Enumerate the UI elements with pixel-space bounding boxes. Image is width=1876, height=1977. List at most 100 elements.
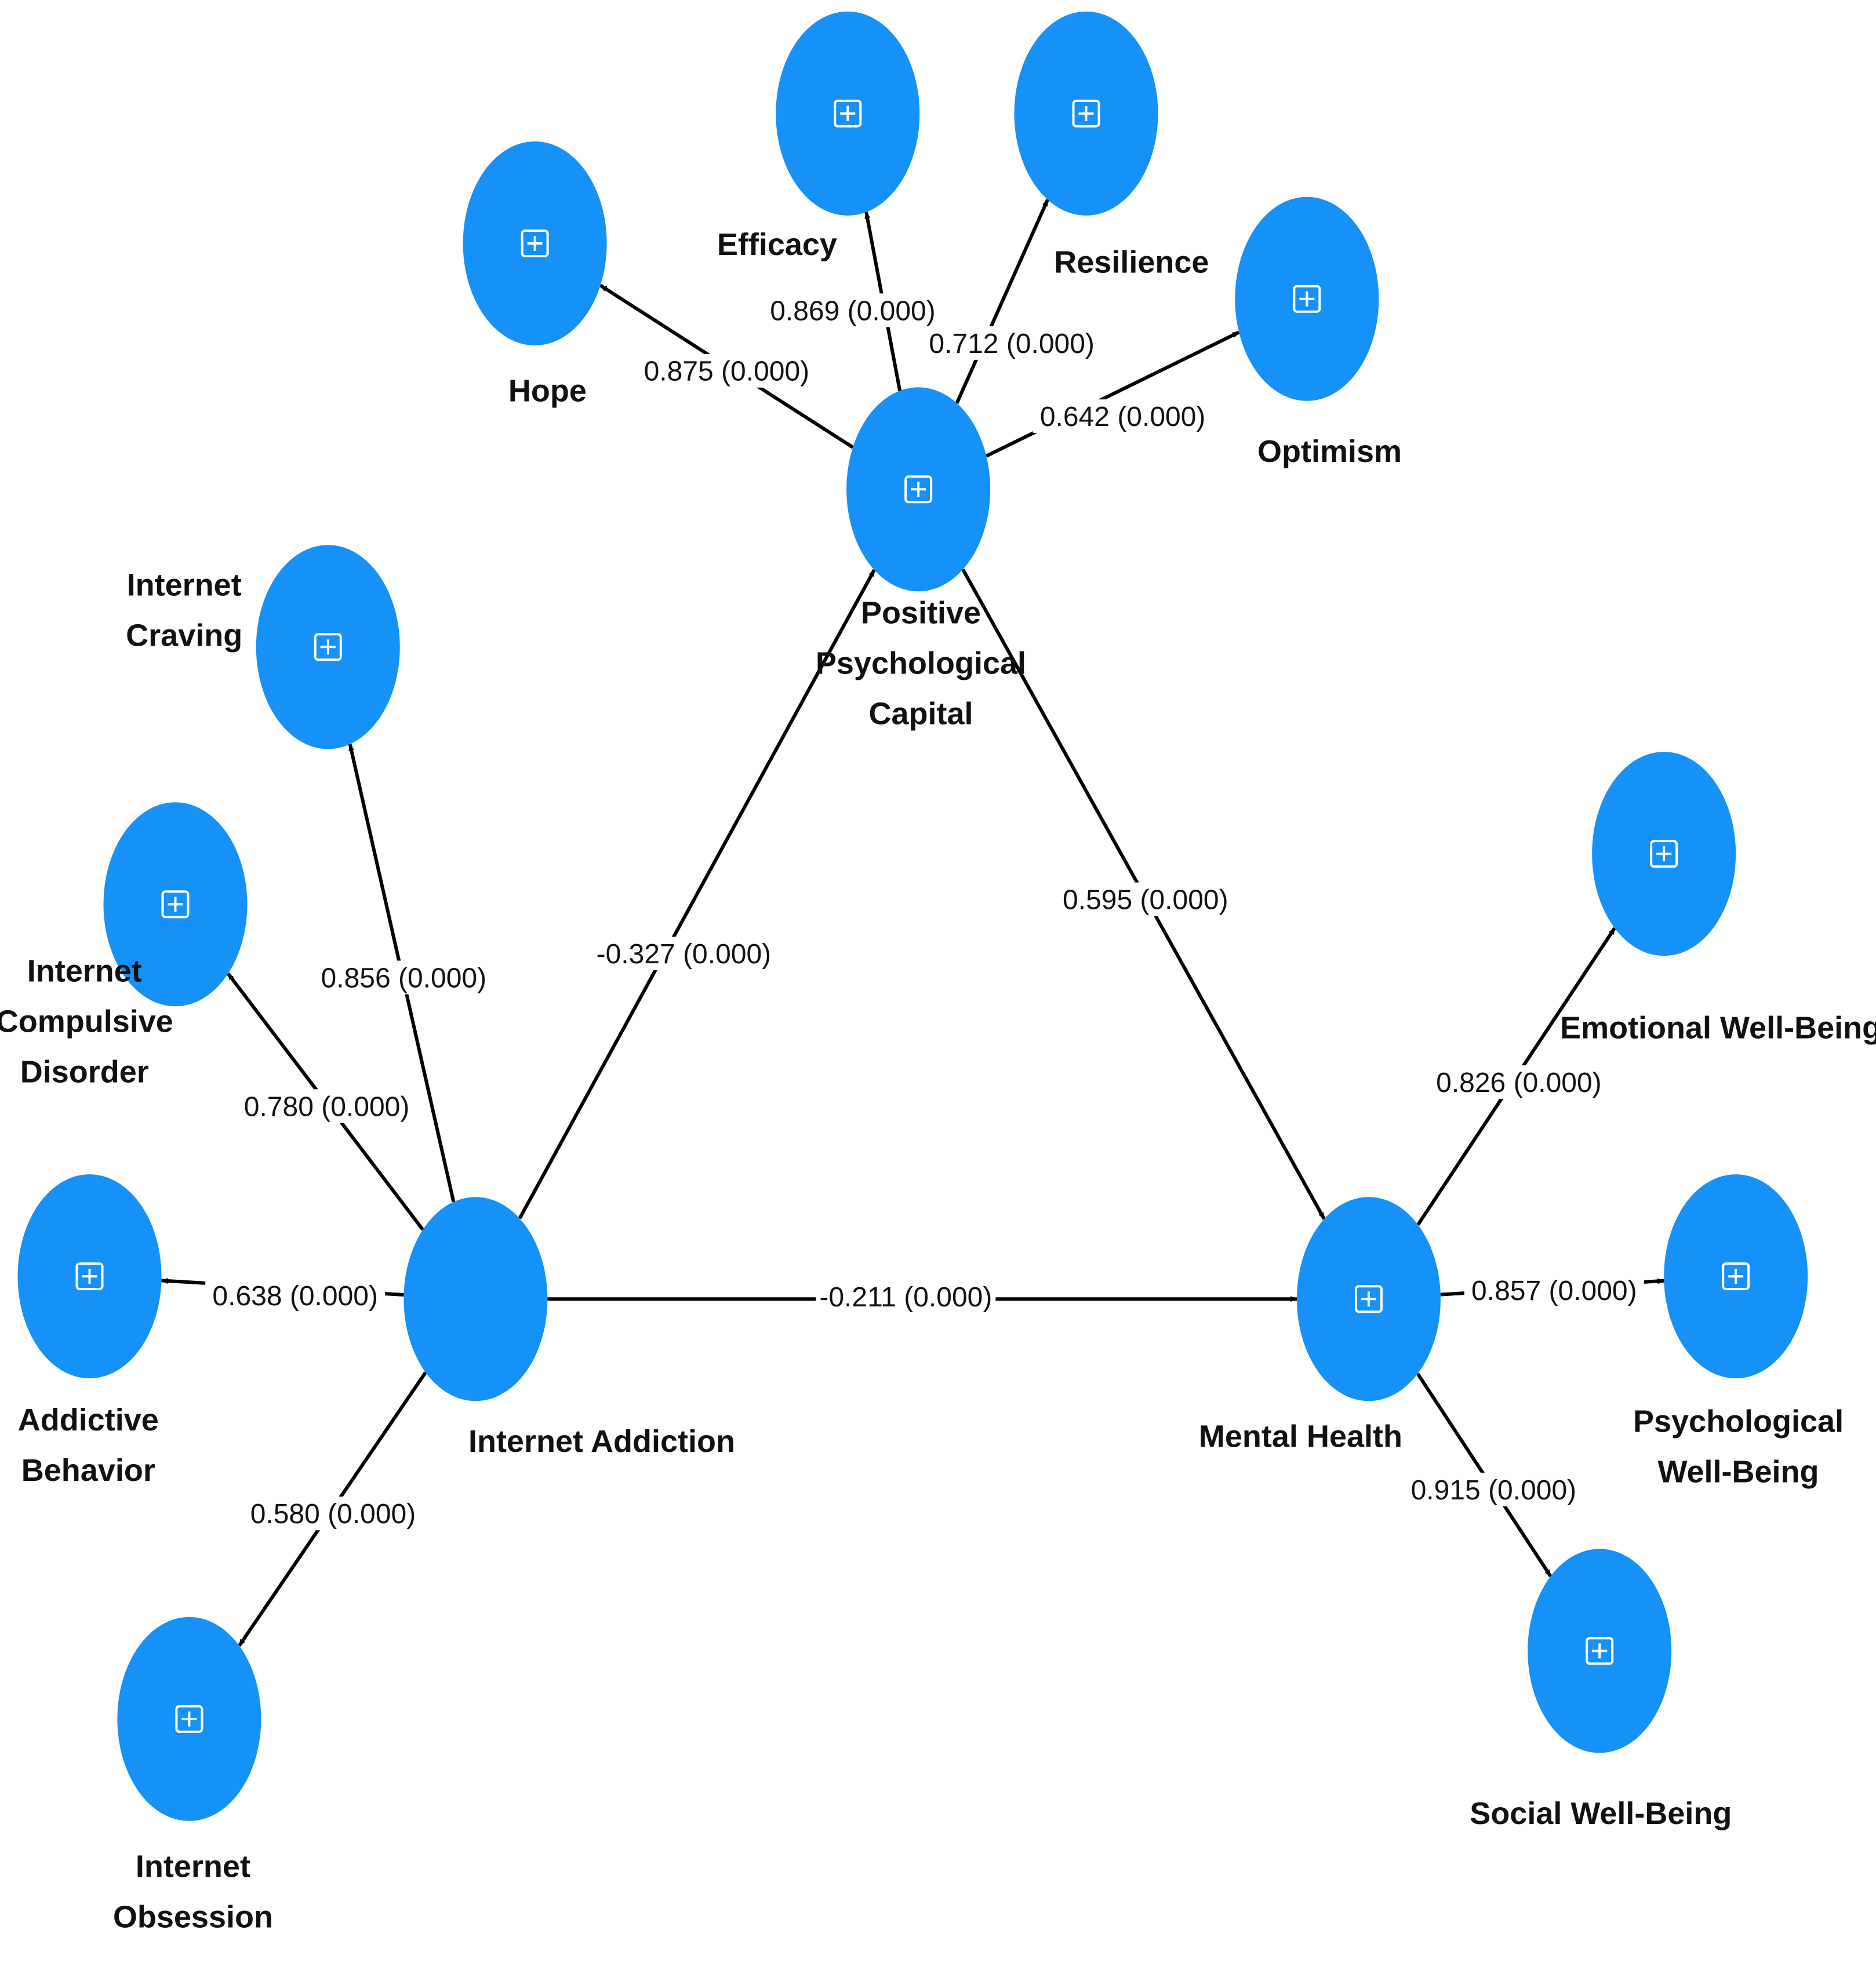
node-label-line: Capital bbox=[868, 697, 973, 731]
edge-label-ia-to-addictive: 0.638 (0.000) bbox=[205, 1278, 386, 1312]
node-label-line: Obsession bbox=[113, 1900, 273, 1935]
node-efficacy[interactable] bbox=[776, 11, 920, 216]
nodes-layer bbox=[17, 11, 1808, 1821]
node-emotional[interactable] bbox=[1592, 752, 1736, 956]
plus-in-square-icon[interactable] bbox=[175, 1705, 203, 1733]
edge-coefficient-label: 0.642 (0.000) bbox=[1040, 402, 1206, 432]
node-compulsive[interactable] bbox=[103, 802, 248, 1007]
edge-label-background bbox=[922, 326, 1102, 360]
node-label-line: Disorder bbox=[20, 1055, 149, 1090]
edge-label-ia-to-mh: -0.211 (0.000) bbox=[816, 1279, 996, 1313]
edge-label-ia-to-obsession: 0.580 (0.000) bbox=[243, 1497, 423, 1531]
edge-coefficient-label: 0.915 (0.000) bbox=[1411, 1475, 1577, 1506]
plus-in-square-icon[interactable] bbox=[1722, 1262, 1750, 1291]
plus-in-square-icon[interactable] bbox=[1586, 1637, 1614, 1665]
edge-label-background bbox=[1032, 399, 1213, 434]
node-label-line: Internet bbox=[136, 1849, 250, 1884]
edge-label-background bbox=[762, 293, 943, 327]
edge-label-mh-to-psychological: 0.857 (0.000) bbox=[1464, 1273, 1644, 1308]
edge-label-ppc-to-mh: 0.595 (0.000) bbox=[1055, 882, 1235, 916]
edge-label-ia-to-ppc: -0.327 (0.000) bbox=[594, 937, 774, 971]
node-label-line: Optimism bbox=[1257, 434, 1402, 469]
edge-label-mh-to-emotional: 0.826 (0.000) bbox=[1428, 1065, 1609, 1099]
node-label-line: Behavior bbox=[21, 1453, 155, 1488]
node-label-line: Mental Health bbox=[1199, 1419, 1402, 1454]
node-optimism[interactable] bbox=[1235, 196, 1379, 401]
edge-coefficient-label: 0.595 (0.000) bbox=[1063, 884, 1228, 915]
plus-in-square-icon[interactable] bbox=[75, 1262, 104, 1291]
node-obsession[interactable] bbox=[117, 1616, 261, 1821]
node-resilience[interactable] bbox=[1014, 11, 1158, 216]
node-psychological[interactable] bbox=[1664, 1174, 1808, 1379]
edge-coefficient-label: 0.780 (0.000) bbox=[244, 1091, 410, 1122]
plus-in-square-icon[interactable] bbox=[314, 633, 342, 661]
edge-label-background bbox=[1404, 1472, 1584, 1506]
node-ppc[interactable] bbox=[846, 387, 991, 592]
plus-in-square-icon[interactable] bbox=[1293, 285, 1321, 313]
edge-label-background bbox=[314, 960, 494, 995]
node-label-social: Social Well-Being bbox=[1470, 1796, 1732, 1831]
edge-ppc-to-optimism bbox=[986, 330, 1240, 458]
node-hope[interactable] bbox=[463, 141, 607, 345]
edge-coefficient-label: 0.826 (0.000) bbox=[1436, 1068, 1602, 1098]
node-circle[interactable] bbox=[403, 1197, 548, 1401]
node-addictive[interactable] bbox=[17, 1174, 162, 1379]
node-label-emotional: Emotional Well-Being bbox=[1560, 1010, 1876, 1045]
plus-in-square-icon[interactable] bbox=[161, 890, 190, 919]
node-label-line: Well-Being bbox=[1658, 1454, 1819, 1489]
node-label-mh: Mental Health bbox=[1199, 1419, 1402, 1454]
node-label-line: Internet bbox=[127, 568, 242, 603]
edge-label-ia-to-craving: 0.856 (0.000) bbox=[314, 960, 494, 995]
edge-label-mh-to-social: 0.915 (0.000) bbox=[1404, 1472, 1584, 1506]
node-label-line: Psychological bbox=[1633, 1404, 1844, 1439]
edge-label-background bbox=[1055, 882, 1235, 916]
node-mh[interactable] bbox=[1296, 1197, 1441, 1401]
plus-in-square-icon[interactable] bbox=[904, 475, 933, 504]
plus-in-square-icon[interactable] bbox=[1650, 840, 1678, 868]
edge-label-ppc-to-resilience: 0.712 (0.000) bbox=[922, 326, 1102, 360]
edge-coefficient-label: 0.857 (0.000) bbox=[1471, 1276, 1637, 1306]
plus-in-square-icon[interactable] bbox=[834, 99, 862, 128]
node-label-optimism: Optimism bbox=[1257, 434, 1402, 469]
edge-coefficient-label: 0.875 (0.000) bbox=[644, 356, 810, 387]
edge-coefficient-label: -0.211 (0.000) bbox=[819, 1282, 992, 1313]
plus-in-square-icon[interactable] bbox=[521, 229, 549, 257]
node-label-line: Hope bbox=[508, 374, 587, 409]
node-label-ia: Internet Addiction bbox=[468, 1424, 735, 1459]
edge-label-ppc-to-hope: 0.875 (0.000) bbox=[637, 354, 817, 388]
edge-coefficient-label: 0.580 (0.000) bbox=[250, 1499, 416, 1530]
node-label-line: Social Well-Being bbox=[1470, 1796, 1732, 1831]
node-label-line: Internet bbox=[27, 954, 142, 989]
edge-label-background bbox=[237, 1089, 417, 1123]
edge-coefficient-label: 0.712 (0.000) bbox=[929, 329, 1095, 359]
node-label-line: Craving bbox=[126, 618, 242, 653]
edge-label-background bbox=[243, 1497, 423, 1531]
node-label-line: Resilience bbox=[1054, 245, 1209, 280]
edge-coefficient-label: 0.856 (0.000) bbox=[321, 963, 487, 993]
node-label-line: Positive bbox=[861, 596, 981, 631]
node-label-line: Emotional Well-Being bbox=[1560, 1010, 1876, 1045]
node-label-line: Compulsive bbox=[0, 1004, 173, 1039]
node-craving[interactable] bbox=[256, 545, 400, 749]
node-label-efficacy: Efficacy bbox=[717, 227, 837, 262]
node-social[interactable] bbox=[1528, 1549, 1672, 1753]
edge-ia-to-ppc bbox=[518, 569, 876, 1219]
node-ia[interactable] bbox=[403, 1197, 548, 1401]
node-label-line: Efficacy bbox=[717, 227, 837, 262]
edge-coefficient-label: 0.869 (0.000) bbox=[770, 296, 936, 326]
edge-label-background bbox=[637, 354, 817, 388]
plus-in-square-icon[interactable] bbox=[1072, 99, 1100, 128]
edge-labels-layer: 0.875 (0.000) 0.869 (0.000)0.712 (0.000) 0… bbox=[205, 293, 1644, 1531]
node-label-line: Addictive bbox=[18, 1403, 159, 1437]
edge-coefficient-label: -0.327 (0.000) bbox=[597, 939, 772, 970]
edge-label-background bbox=[594, 937, 774, 971]
edge-label-ppc-to-efficacy: 0.869 (0.000) bbox=[762, 293, 943, 327]
edge-coefficient-label: 0.638 (0.000) bbox=[212, 1281, 378, 1312]
plus-in-square-icon[interactable] bbox=[1354, 1285, 1383, 1313]
